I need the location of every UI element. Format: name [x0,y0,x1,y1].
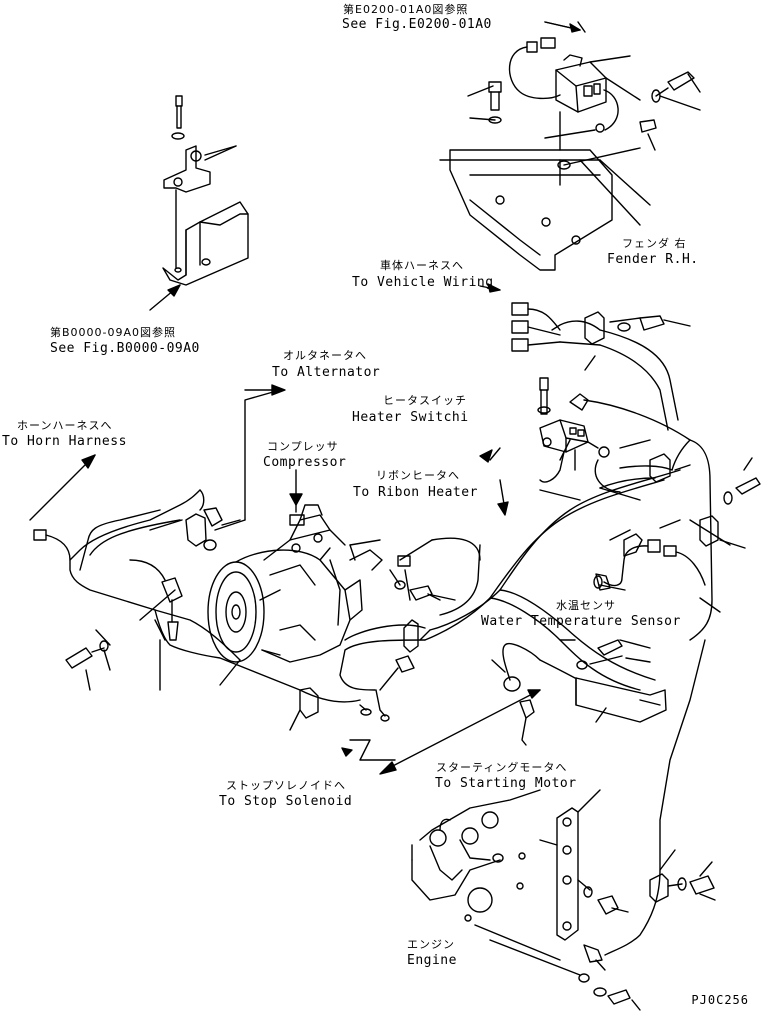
right-harness [599,439,761,641]
vehicle-wiring-label-jp: 車体ハーネスへ [380,259,464,272]
heater-switch [537,377,691,493]
right-harness-bottom [604,639,716,956]
engine-label-jp: エンジン [407,938,455,951]
bottom-fasteners [474,879,641,1011]
label-arrows [29,21,581,775]
stop-solenoid-label-jp: ストップソレノイドへ [226,779,346,792]
relay [555,54,619,151]
water-temp-label-en: Water Temperature Sensor [481,614,681,629]
main-harness [339,469,681,722]
compressor-label-jp: コンプレッサ [267,440,339,453]
left-bolt [65,639,161,691]
heater-switch-label-en: Heater Switchi [352,410,469,425]
clip-plate [575,639,667,723]
ref-e0200-label-jp: 第E0200-01A0図参照 [343,3,469,16]
engine-block [411,789,541,922]
stop-solenoid-label-en: To Stop Solenoid [219,794,353,809]
compressor-label-en: Compressor [263,455,347,470]
starting-motor-label-en: To Starting Motor [435,776,577,791]
ref-b0000-label-en: See Fig.B0000-09A0 [50,341,200,356]
ref-e0200-label-en: See Fig.E0200-01A0 [342,17,492,32]
starter-bracket [539,789,601,941]
fender-label-en: Fender R.H. [607,252,699,267]
engine-label-en: Engine [407,953,457,968]
figure-code: PJ0C256 [691,993,749,1007]
ribbon-heater-label-en: To Ribon Heater [353,485,478,500]
fender-label-jp: フェンダ 右 [622,237,687,250]
vehicle-wiring-label-en: To Vehicle Wiring [352,275,494,290]
ref-b0000-label-jp: 第B0000-09A0図参照 [50,326,177,339]
fender-bracket [439,149,651,271]
horn-harness-label-jp: ホーンハーネスへ [17,419,113,432]
water-temp-sensor [593,529,706,591]
harness-top-connectors [508,37,561,100]
left-bracket [162,201,249,286]
left-bracket-plate [163,95,237,269]
relay-bolt-left [488,81,502,124]
starting-motor-leads [491,643,576,746]
alternator-label-jp: オルタネータへ [283,349,367,362]
alternator-label-en: To Alternator [272,365,381,380]
callout-leaders [95,145,691,731]
water-temp-label-jp: 水温センサ [556,599,616,612]
ribbon-heater-label-jp: リボンヒータへ [376,469,460,482]
left-harness [33,489,361,719]
horn-harness-label-en: To Horn Harness [2,434,127,449]
heater-switch-label-jp: ヒータスイッチ [383,394,467,407]
relay-bolt-right [639,71,695,133]
vehicle-wiring-connectors [511,302,691,431]
compressor [207,496,383,663]
starting-motor-label-jp: スターティングモータへ [436,761,568,774]
